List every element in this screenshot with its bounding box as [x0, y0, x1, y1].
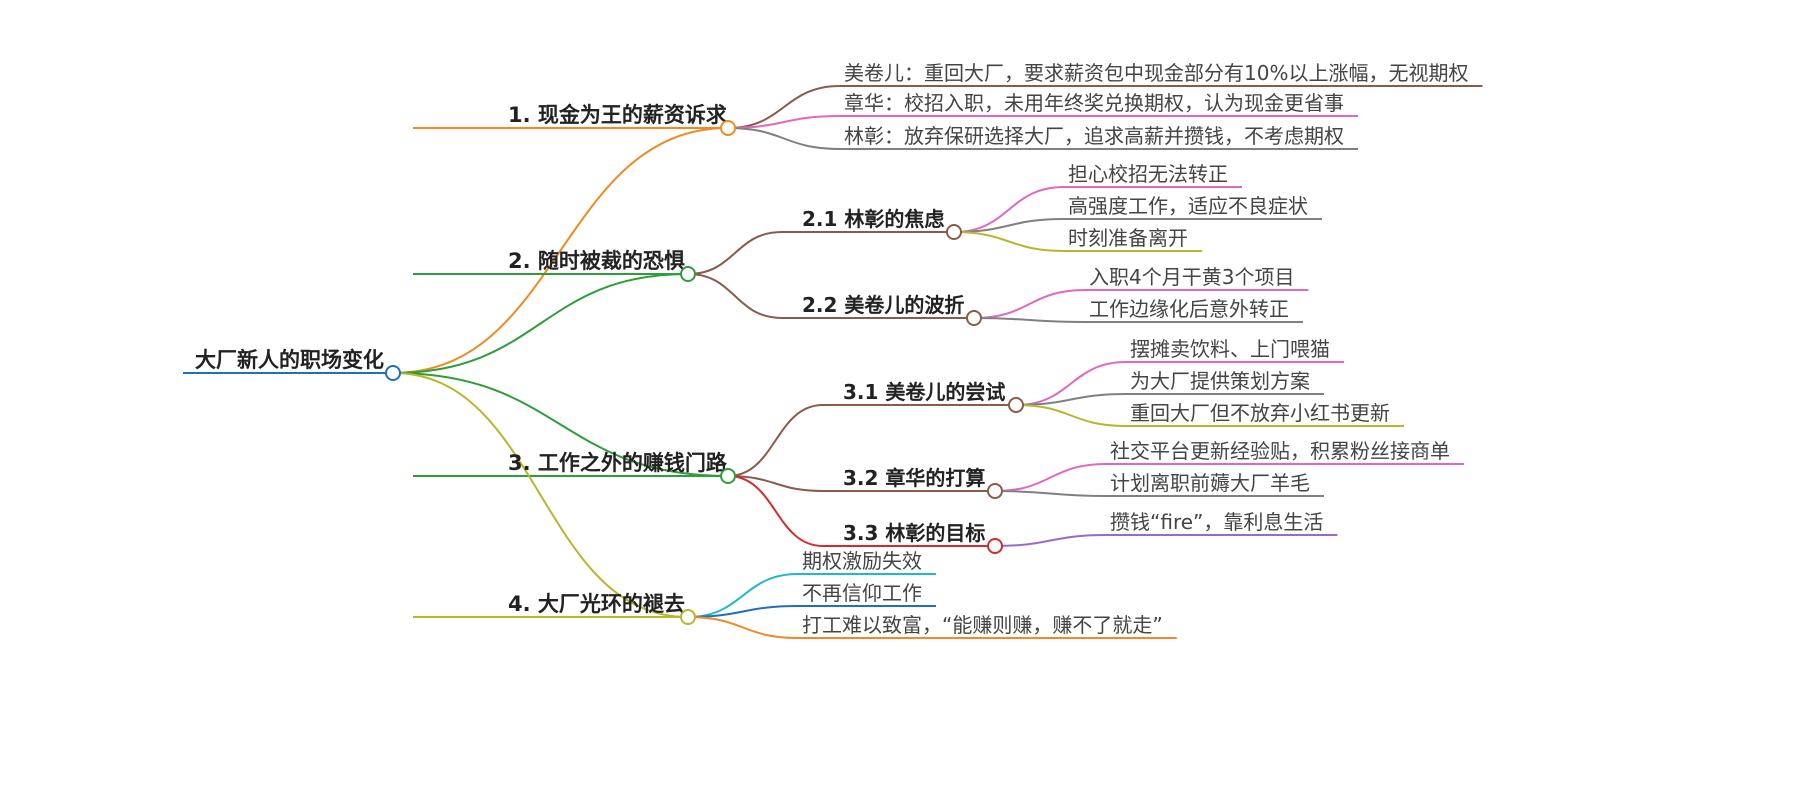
branch-3-sub-1-collapse-toggle[interactable] — [1008, 397, 1024, 413]
root-collapse-toggle[interactable] — [385, 365, 401, 381]
edge-sub-3-1-leaf-1 — [1015, 361, 1127, 406]
branch-4-collapse-toggle[interactable] — [680, 609, 696, 625]
branch-2-sub-2-collapse-toggle[interactable] — [966, 310, 982, 326]
branch-2-sub-1-label: 2.1 林彰的焦虑 — [802, 207, 944, 231]
node-layer: 大厂新人的职场变化 1. 现金为王的薪资诉求 美卷儿：重回大厂，要求薪资包中现金部分… — [195, 61, 1468, 637]
edge-sub-3-2-leaf-1 — [994, 463, 1107, 492]
sub-3-3-leaf-1: 攒钱“fire”，靠利息生活 — [1110, 510, 1323, 534]
edge-branch-1-leaf-1 — [727, 85, 841, 129]
sub-3-1-leaf-3: 重回大厂但不放弃小红书更新 — [1130, 401, 1390, 425]
branch-2-sub-1-collapse-toggle[interactable] — [946, 224, 962, 240]
sub-3-2-leaf-2: 计划离职前薅大厂羊毛 — [1110, 471, 1310, 495]
edge-root-to-branch-1 — [392, 127, 729, 374]
branch-4-leaf-2: 不再信仰工作 — [802, 581, 922, 605]
branch-1-collapse-toggle[interactable] — [720, 120, 736, 136]
branch-4-leaf-3: 打工难以致富，“能赚则赚，赚不了就走” — [802, 613, 1163, 637]
branch-2-label: 2. 随时被裁的恐惧 — [508, 249, 685, 273]
sub-3-1-leaf-1: 摆摊卖饮料、上门喂猫 — [1130, 337, 1330, 361]
edge-sub-2-1-leaf-1 — [953, 186, 1065, 233]
branch-4-label: 4. 大厂光环的褪去 — [508, 592, 685, 616]
edge-branch-4-leaf-2 — [687, 605, 799, 618]
branch-3-sub-3-label: 3.3 林彰的目标 — [843, 521, 985, 545]
sub-2-1-leaf-2: 高强度工作，适应不良症状 — [1068, 194, 1308, 218]
edge-sub-3-2-leaf-2 — [994, 490, 1107, 497]
branch-3-collapse-toggle[interactable] — [720, 468, 736, 484]
edge-branch-1-leaf-2 — [727, 115, 841, 129]
branch-2-sub-2-label: 2.2 美卷儿的波折 — [802, 293, 964, 317]
branch-3-sub-1-label: 3.1 美卷儿的尝试 — [843, 380, 1005, 404]
edge-branch-2-sub-2 — [687, 273, 783, 319]
branch-3-sub-3-collapse-toggle[interactable] — [987, 538, 1003, 554]
connector-layer — [183, 85, 1483, 639]
branch-3-sub-2-collapse-toggle[interactable] — [987, 483, 1003, 499]
sub-2-2-leaf-1: 入职4个月干黄3个项目 — [1089, 265, 1294, 289]
branch-1-label: 1. 现金为王的薪资诉求 — [508, 103, 727, 127]
sub-2-2-leaf-2: 工作边缘化后意外转正 — [1089, 297, 1289, 321]
edge-root-to-branch-2 — [392, 273, 689, 374]
branch-1-leaf-2: 章华：校招入职，未用年终奖兑换期权，认为现金更省事 — [844, 91, 1344, 115]
sub-2-1-leaf-1: 担心校招无法转正 — [1068, 162, 1228, 186]
edge-sub-3-3-leaf-1 — [994, 534, 1107, 547]
edge-sub-2-1-leaf-3 — [953, 231, 1065, 252]
root-node-label: 大厂新人的职场变化 — [195, 348, 384, 372]
branch-4-leaf-1: 期权激励失效 — [802, 549, 922, 573]
edge-sub-2-2-leaf-1 — [973, 289, 1086, 319]
branch-1-leaf-3: 林彰：放弃保研选择大厂，追求高薪并攒钱，不考虑期权 — [844, 124, 1344, 148]
edge-branch-4-leaf-1 — [687, 573, 799, 618]
sub-3-2-leaf-1: 社交平台更新经验贴，积累粉丝接商单 — [1110, 439, 1450, 463]
edge-branch-3-sub-2 — [727, 475, 824, 492]
edge-branch-3-sub-1 — [727, 404, 824, 477]
branch-3-sub-2-label: 3.2 章华的打算 — [843, 466, 985, 490]
sub-3-1-leaf-2: 为大厂提供策划方案 — [1130, 369, 1310, 393]
branch-1-leaf-1: 美卷儿：重回大厂，要求薪资包中现金部分有10%以上涨幅，无视期权 — [844, 61, 1468, 85]
edge-sub-3-1-leaf-3 — [1015, 404, 1127, 427]
branch-2-collapse-toggle[interactable] — [680, 266, 696, 282]
edge-sub-3-1-leaf-2 — [1015, 393, 1127, 406]
edge-branch-2-sub-1 — [687, 231, 783, 275]
edge-branch-3-sub-3 — [727, 475, 824, 547]
branch-3-label: 3. 工作之外的赚钱门路 — [508, 451, 728, 475]
edge-root-to-branch-3 — [392, 372, 729, 477]
edge-branch-1-leaf-3 — [727, 127, 841, 150]
edge-sub-2-2-leaf-2 — [973, 317, 1086, 323]
edge-branch-4-leaf-3 — [687, 616, 799, 639]
sub-2-1-leaf-3: 时刻准备离开 — [1068, 226, 1188, 250]
edge-sub-2-1-leaf-2 — [953, 218, 1065, 233]
edge-root-to-branch-4 — [392, 372, 689, 618]
